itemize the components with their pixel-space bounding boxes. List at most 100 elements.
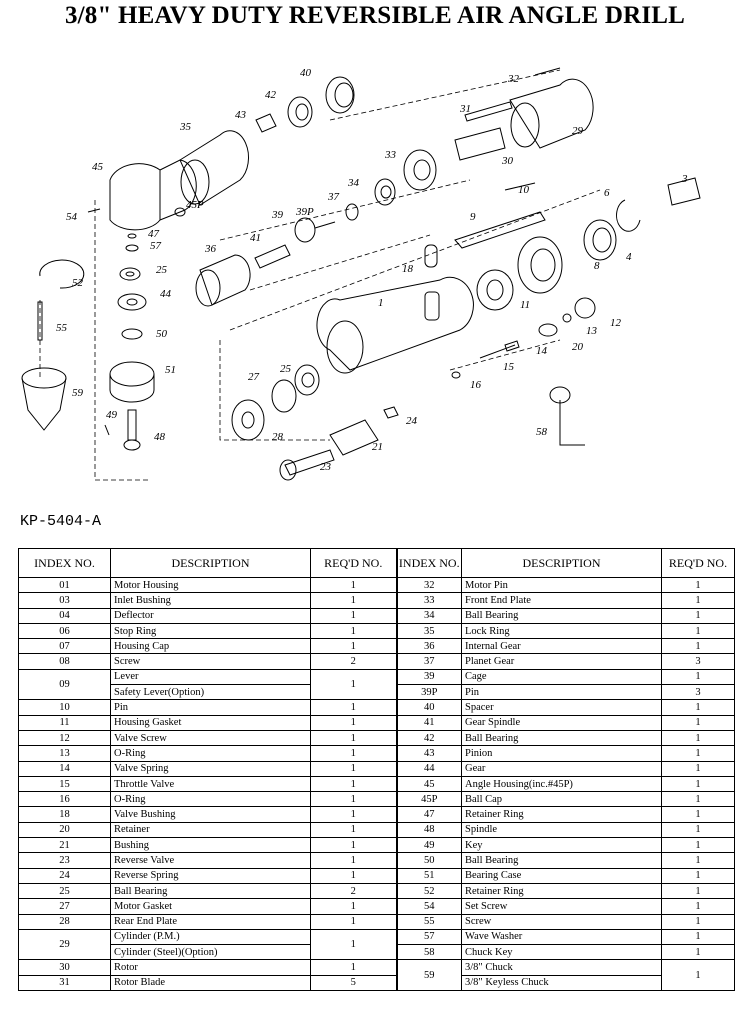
svg-text:8: 8: [594, 260, 600, 272]
part-quantity: 3: [661, 653, 735, 670]
part-quantity: 1: [310, 806, 397, 823]
svg-text:35: 35: [179, 121, 192, 133]
part-description: Wave Washer: [461, 928, 662, 946]
part-description: Bearing Case: [461, 867, 662, 884]
part-index: 50: [395, 852, 462, 869]
part-quantity: 3: [661, 684, 735, 701]
part-index: 51: [395, 867, 462, 884]
part-description: Motor Pin: [461, 576, 662, 594]
header-index: INDEX NO.: [18, 548, 111, 578]
part-quantity: 1: [661, 898, 735, 915]
header-req: REQ'D NO.: [661, 548, 735, 578]
part-description: Valve Spring: [110, 760, 311, 777]
part-description: Ball Bearing: [461, 607, 662, 624]
part-description: Front End Plate: [461, 592, 662, 609]
part-index: 55: [395, 913, 462, 930]
part-description: Retainer Ring: [461, 882, 662, 900]
part-index: 15: [18, 775, 111, 793]
part-index: 16: [18, 791, 111, 808]
part-description: Ball Cap: [461, 791, 662, 808]
svg-text:4: 4: [626, 251, 632, 263]
part-index: 33: [395, 592, 462, 609]
part-quantity: 1: [661, 607, 735, 624]
part-index: 34: [395, 607, 462, 624]
part-index: 58: [395, 944, 462, 961]
svg-text:41: 41: [250, 232, 261, 244]
svg-text:40: 40: [300, 67, 312, 79]
part-index: 27: [18, 898, 111, 915]
svg-text:58: 58: [536, 426, 548, 438]
svg-text:54: 54: [66, 211, 78, 223]
svg-text:31: 31: [459, 103, 471, 115]
part-quantity: 1: [661, 944, 735, 961]
part-quantity: 1: [310, 622, 397, 640]
part-description: Planet Gear: [461, 653, 662, 670]
svg-text:51: 51: [165, 364, 176, 376]
part-index: 41: [395, 714, 462, 731]
part-quantity: 1: [661, 821, 735, 839]
svg-text:29: 29: [572, 125, 584, 137]
part-index: 31: [18, 974, 111, 992]
svg-text:3: 3: [681, 173, 688, 185]
part-index: 52: [395, 882, 462, 900]
part-description: Throttle Valve: [110, 775, 311, 793]
part-quantity: 1: [661, 775, 735, 793]
part-index: 54: [395, 898, 462, 915]
part-description: Safety Lever(Option): [110, 684, 311, 701]
part-description: Screw: [461, 913, 662, 930]
part-description: Deflector: [110, 607, 311, 624]
svg-text:25: 25: [156, 264, 168, 276]
svg-text:50: 50: [156, 328, 168, 340]
svg-text:52: 52: [72, 277, 84, 289]
part-quantity: 1: [661, 913, 735, 930]
part-index: 04: [18, 607, 111, 624]
svg-text:21: 21: [372, 441, 383, 453]
part-quantity: 2: [310, 653, 397, 670]
part-index: 13: [18, 745, 111, 762]
part-quantity: 1: [310, 821, 397, 839]
part-index: 06: [18, 622, 111, 640]
part-index: 37: [395, 653, 462, 670]
part-index: 36: [395, 638, 462, 655]
part-index: 42: [395, 729, 462, 747]
part-index: 11: [18, 714, 111, 731]
part-description: Housing Cap: [110, 638, 311, 655]
part-description: Ball Bearing: [110, 882, 311, 900]
part-description: Cylinder (Steel)(Option): [110, 944, 311, 961]
svg-text:55: 55: [56, 322, 68, 334]
svg-text:20: 20: [572, 341, 584, 353]
part-quantity: 1: [310, 745, 397, 762]
part-index: 47: [395, 806, 462, 823]
part-description: Cylinder (P.M.): [110, 928, 311, 946]
page-title: 3/8" HEAVY DUTY REVERSIBLE AIR ANGLE DRI…: [64, 2, 686, 29]
part-index: 35: [395, 622, 462, 640]
part-description: Cage: [461, 668, 662, 686]
part-description: Reverse Spring: [110, 867, 311, 884]
part-index: 23: [18, 852, 111, 869]
svg-text:13: 13: [586, 325, 598, 337]
svg-text:32: 32: [507, 73, 520, 85]
part-quantity: 1: [661, 576, 735, 594]
part-description: Stop Ring: [110, 622, 311, 640]
part-quantity: 1: [661, 729, 735, 747]
part-quantity: 1: [310, 775, 397, 793]
part-index: 09: [18, 668, 111, 701]
part-index: 43: [395, 745, 462, 762]
header-description: DESCRIPTION: [110, 548, 311, 578]
part-index: 25: [18, 882, 111, 900]
part-quantity: 1: [661, 806, 735, 823]
svg-text:47: 47: [148, 228, 160, 240]
part-quantity: 1: [661, 638, 735, 655]
part-quantity: 1: [310, 592, 397, 609]
part-description: Chuck Key: [461, 944, 662, 961]
parts-table: INDEX NO. DESCRIPTION REQ'D NO. INDEX NO…: [18, 548, 735, 992]
